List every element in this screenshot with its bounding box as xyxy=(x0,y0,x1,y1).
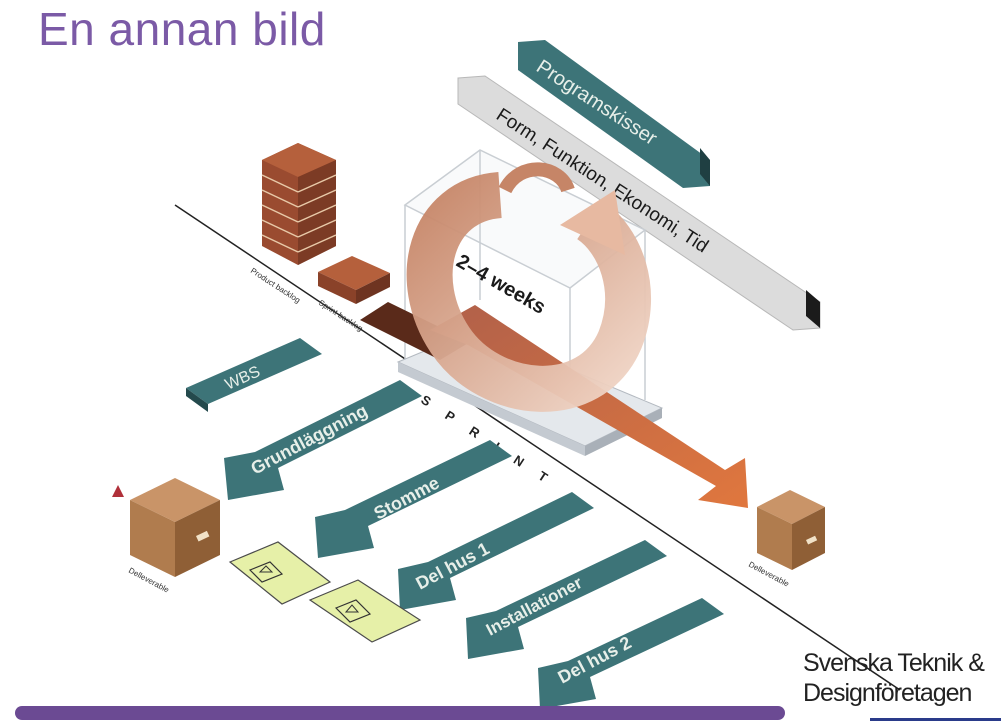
work-package-grundlaggning xyxy=(224,380,422,500)
sprint-backlog-label: Sprint backlog xyxy=(317,298,364,333)
logo-line-2: Designföretagen xyxy=(803,679,972,707)
timeline-line xyxy=(174,204,901,691)
wbs-tag xyxy=(186,338,322,412)
output-arrow xyxy=(430,305,748,508)
product-backlog-stack xyxy=(261,143,337,265)
work-package-installationer xyxy=(466,540,667,659)
work-package-del-hus-1 xyxy=(398,492,594,610)
logo-line-1: Svenska Teknik & xyxy=(803,649,985,677)
logo-underline xyxy=(870,718,1001,721)
program-banner xyxy=(518,40,710,188)
sprint-backlog-stack xyxy=(318,256,390,304)
company-logo: Svenska Teknik & Designföretagen xyxy=(803,648,985,708)
work-package-label-installationer: Installationer xyxy=(483,573,586,640)
slide-title: En annan bild xyxy=(38,3,326,55)
criteria-banner xyxy=(457,75,821,331)
footer-bar xyxy=(15,706,785,720)
work-package-stomme xyxy=(315,440,512,558)
floor-plan-sheet-1 xyxy=(228,541,332,605)
work-package-label-grundlaggning: Grundläggning xyxy=(247,400,370,478)
floor-plan-sheet-2 xyxy=(308,579,422,643)
work-package-del-hus-2 xyxy=(538,598,724,709)
deliverable-box-left xyxy=(130,478,220,577)
marker-icon xyxy=(112,485,124,497)
cycle-arrow xyxy=(406,162,651,412)
deliverable-box-right xyxy=(757,490,825,570)
